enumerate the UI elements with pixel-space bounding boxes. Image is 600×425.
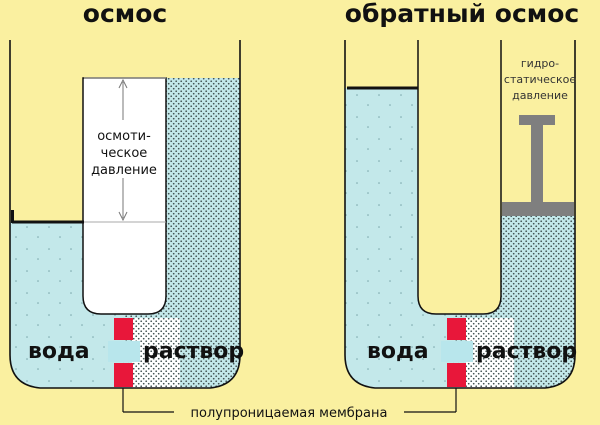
osmosis-title: осмос [83,0,167,28]
arrow-up-icon [118,78,128,89]
hydrostatic-pressure-label-2: статическое [504,73,576,86]
hydrostatic-pressure-label-1: гидро- [521,57,559,70]
reverse-osmosis-panel: обратный осмос гидро- статическое давлен… [344,0,579,389]
inner-divider [82,77,167,315]
solution-membrane-zone [466,318,514,388]
arrow-down-icon [118,211,128,222]
water-label: вода [28,339,90,364]
membrane-label: полупроницаемая мембрана [191,406,388,421]
piston [502,115,574,216]
osmotic-pressure-label-3: давление [91,163,157,178]
solution-label: раствор [476,339,577,364]
osmosis-panel: осмос осмоти- ческое давление [9,0,244,389]
u-tube-outline [9,40,241,389]
reverse-osmosis-title: обратный осмос [345,0,579,28]
membrane-connector [122,388,457,413]
solution-label: раствор [143,339,244,364]
u-tube-outline [344,40,576,389]
osmotic-pressure-label-2: ческое [101,146,148,161]
water-level-tick [11,210,14,223]
membrane-left [108,318,140,387]
hydrostatic-pressure-label-3: давление [512,89,568,102]
osmotic-pressure-label-1: осмоти- [97,129,151,144]
inner-divider [417,40,502,315]
water-label: вода [367,339,429,364]
membrane-right [441,318,473,387]
